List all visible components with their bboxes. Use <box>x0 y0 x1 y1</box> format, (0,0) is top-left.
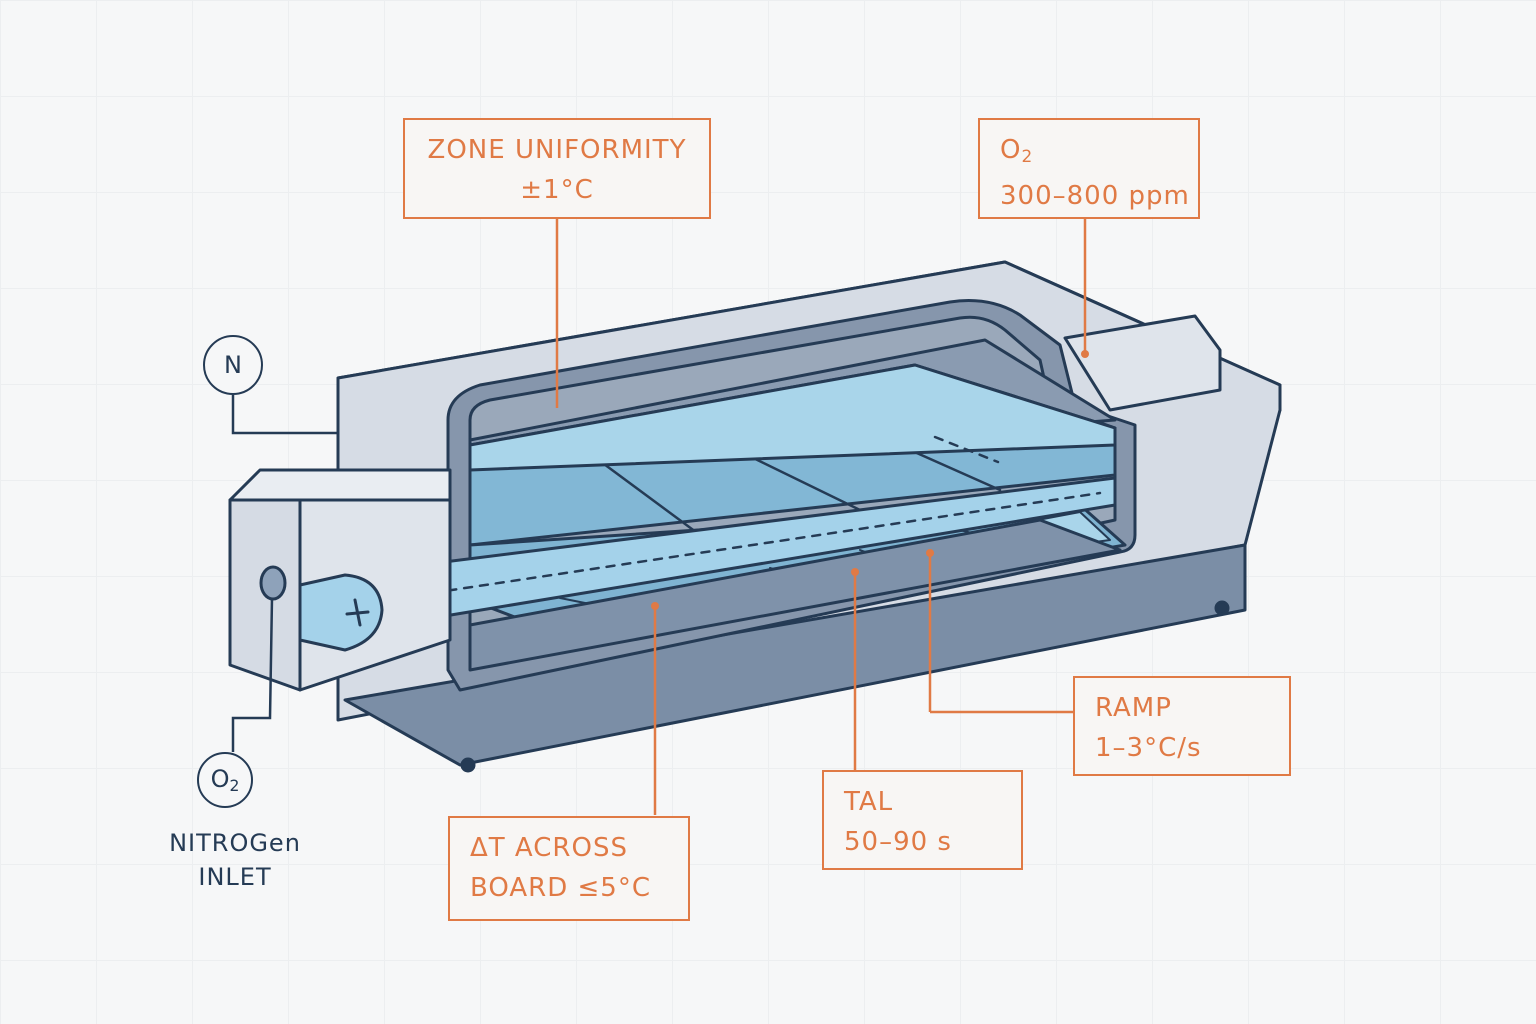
oxygen-sensor-label: O2 <box>210 765 240 795</box>
conveyor-drive-roller <box>298 573 384 652</box>
delta-t-line2: BOARD ≤5°C <box>470 873 652 903</box>
delta-t-callout: ΔT ACROSS BOARD ≤5°C <box>448 816 690 921</box>
tal-value: 50–90 s <box>844 827 952 857</box>
zone-uniformity-callout: ZONE UNIFORMITY ±1°C <box>403 118 711 219</box>
o2-title: O2 <box>1000 135 1034 167</box>
nitrogen-inlet-label: NITROGen INLET <box>140 826 330 894</box>
front-window <box>468 518 1122 672</box>
zone-uniformity-value: ±1°C <box>520 175 594 205</box>
oxygen-sensor: O2 <box>197 752 253 808</box>
nitrogen-sensor: N <box>203 335 263 395</box>
zone-uniformity-title: ZONE UNIFORMITY <box>427 135 687 165</box>
ramp-title: RAMP <box>1095 693 1172 723</box>
oxygen-pipe <box>231 597 274 752</box>
ramp-callout: RAMP 1–3°C/s <box>1073 676 1291 776</box>
ramp-value: 1–3°C/s <box>1095 733 1202 763</box>
tal-callout: TAL 50–90 s <box>822 770 1023 870</box>
entry-port <box>259 565 287 601</box>
oven-base-shadow <box>343 543 1247 767</box>
inlet-label-line1: NITROGen <box>169 829 301 857</box>
inlet-label-line2: INLET <box>198 863 272 891</box>
exit-module <box>1063 314 1222 412</box>
tal-title: TAL <box>844 787 894 817</box>
nitrogen-pipe <box>231 395 338 435</box>
o2-value: 300–800 ppm <box>1000 181 1190 212</box>
nitrogen-sensor-label: N <box>224 351 242 379</box>
o2-callout: O2 300–800 ppm <box>978 118 1200 219</box>
delta-t-line1: ΔT ACROSS <box>470 833 628 863</box>
